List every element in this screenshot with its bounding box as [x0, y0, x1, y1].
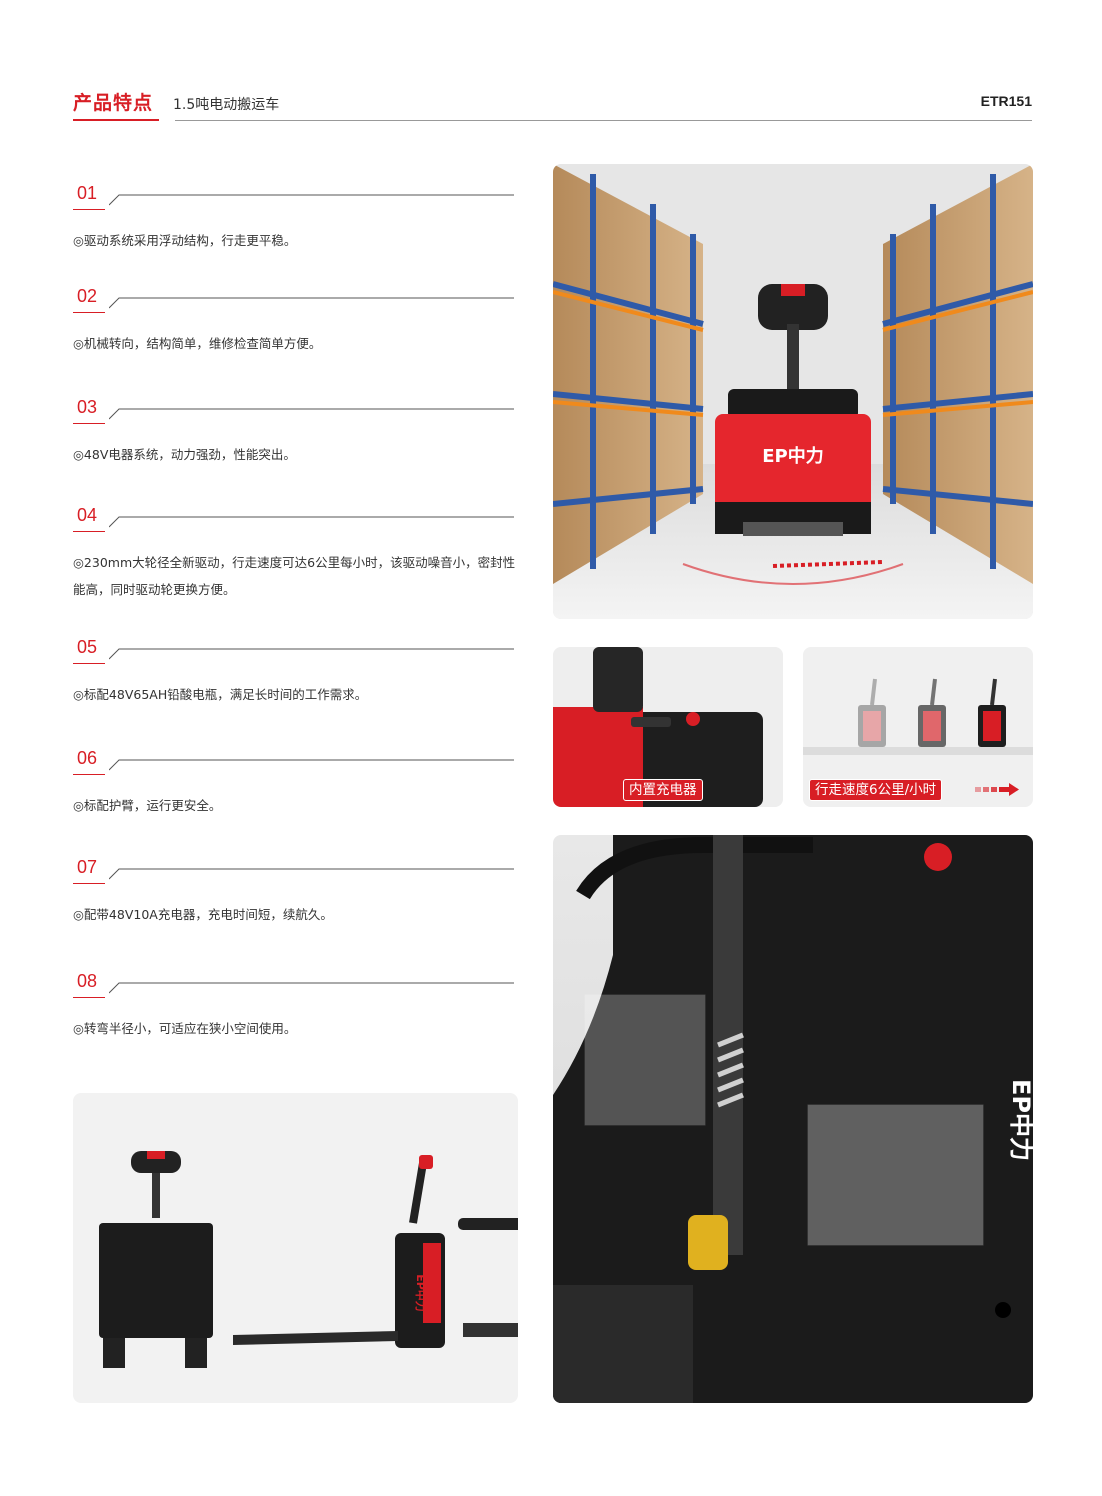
- feature-number: 07: [77, 857, 98, 877]
- section-title: 产品特点: [73, 92, 154, 114]
- page-subtitle: 1.5吨电动搬运车: [173, 97, 280, 113]
- feature-divider: [109, 408, 514, 420]
- charger-tag: 内置充电器: [623, 779, 703, 801]
- charger-image: 内置充电器: [553, 647, 783, 807]
- cutaway-brand-logo: EP中力: [1007, 1079, 1033, 1161]
- header-rule: [175, 120, 1032, 121]
- feature-number-underline: [73, 209, 105, 210]
- feature-number: 05: [77, 637, 98, 657]
- feature-text: ◎标配护臂，运行更安全。: [73, 798, 222, 813]
- hero-warehouse-image: EP中力: [553, 164, 1033, 619]
- feature-number-underline: [73, 531, 105, 532]
- model-code: ETR151: [980, 93, 1032, 109]
- feature-divider: [109, 516, 514, 528]
- feature-number: 06: [77, 748, 98, 768]
- speed-tag: 行走速度6公里/小时: [809, 779, 943, 801]
- feature-text: ◎标配48V65AH铅酸电瓶，满足长时间的工作需求。: [73, 687, 368, 702]
- feature-number-underline: [73, 423, 105, 424]
- feature-divider: [109, 648, 514, 660]
- feature-number: 03: [77, 397, 98, 417]
- feature-number: 01: [77, 183, 98, 203]
- feature-number-underline: [73, 883, 105, 884]
- feature-divider: [109, 868, 514, 880]
- speed-image: 行走速度6公里/小时: [803, 647, 1033, 807]
- hero-brand-logo: EP中力: [762, 445, 824, 467]
- feature-number-underline: [73, 312, 105, 313]
- feature-text: ◎48V电器系统，动力强劲，性能突出。: [73, 447, 296, 462]
- feature-divider: [109, 194, 514, 206]
- truck-views-image: EP中力: [73, 1093, 518, 1403]
- side-brand-logo: EP中力: [414, 1274, 428, 1312]
- feature-text: ◎转弯半径小，可适应在狭小空间使用。: [73, 1021, 297, 1036]
- feature-text: ◎配带48V10A充电器，充电时间短，续航久。: [73, 907, 333, 922]
- feature-number-underline: [73, 663, 105, 664]
- feature-number: 08: [77, 971, 98, 991]
- feature-text: ◎驱动系统采用浮动结构，行走更平稳。: [73, 233, 297, 248]
- feature-text: ◎230mm大轮径全新驱动，行走速度可达6公里每小时，该驱动噪音小，密封性能高，…: [73, 555, 516, 597]
- feature-number: 04: [77, 505, 98, 525]
- cutaway-detail-image: EP中力: [553, 835, 1033, 1403]
- feature-number-underline: [73, 997, 105, 998]
- feature-text: ◎机械转向，结构简单，维修检查简单方便。: [73, 336, 322, 351]
- feature-number: 02: [77, 286, 98, 306]
- feature-divider: [109, 759, 514, 771]
- feature-divider: [109, 982, 514, 994]
- feature-number-underline: [73, 774, 105, 775]
- feature-divider: [109, 297, 514, 309]
- section-title-underline: [73, 119, 159, 121]
